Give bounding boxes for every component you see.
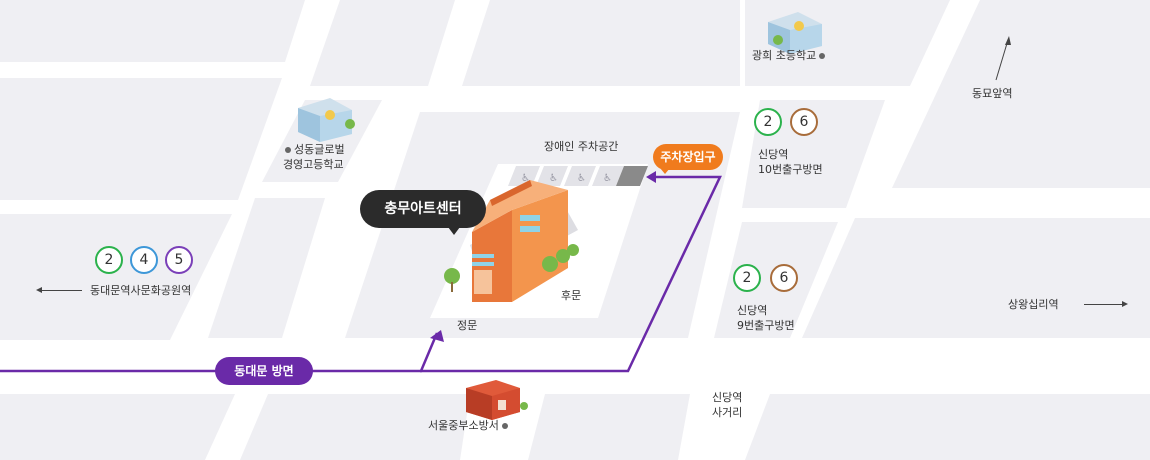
school-icon bbox=[298, 98, 355, 142]
station-exit-label: 신당역 10번출구방면 bbox=[758, 147, 823, 177]
marker-dot bbox=[501, 423, 508, 429]
place-name-line-1: 성동글로벌 bbox=[294, 143, 345, 156]
place-label: 동대문역사문화공원역 bbox=[90, 284, 192, 297]
place-label: 광희 초등학교 bbox=[752, 48, 828, 63]
place-label: 동묘앞역 bbox=[972, 87, 1013, 100]
line-badge: 2 bbox=[733, 264, 761, 292]
place-label: 서울중부소방서 bbox=[428, 418, 511, 433]
station-name: 신당역 bbox=[737, 304, 768, 317]
place-name: 광희 초등학교 bbox=[752, 49, 817, 62]
exit-direction: 9번출구방면 bbox=[737, 319, 795, 332]
marker-dot bbox=[819, 53, 826, 59]
crossroad-name-1: 신당역 bbox=[712, 391, 743, 404]
parking-disabled-label: 장애인 주차공간 bbox=[544, 140, 619, 153]
route-line bbox=[0, 171, 722, 373]
crossroad-name-2: 사거리 bbox=[712, 406, 743, 419]
line-badge: 4 bbox=[130, 246, 158, 274]
school-icon bbox=[768, 12, 822, 54]
route-direction-tag: 동대문 방면 bbox=[215, 357, 313, 385]
place-name-line-2: 경영고등학교 bbox=[282, 158, 344, 171]
line-badge: 2 bbox=[754, 108, 782, 136]
center-name-callout: 충무아트센터 bbox=[360, 190, 486, 228]
wheelchair-icon: ♿ bbox=[577, 173, 586, 184]
parking-entrance-tag: 주차장입구 bbox=[653, 144, 723, 170]
line-badge: 2 bbox=[95, 246, 123, 274]
line-badge: 5 bbox=[165, 246, 193, 274]
marker-dot bbox=[285, 147, 291, 153]
arrow-icon bbox=[1122, 301, 1128, 307]
tag-pointer bbox=[660, 168, 670, 174]
station-exit-label: 신당역 9번출구방면 bbox=[737, 303, 795, 333]
wheelchair-icon: ♿ bbox=[549, 173, 558, 184]
place-name: 서울중부소방서 bbox=[428, 419, 499, 432]
crossroad-label: 신당역 사거리 bbox=[712, 390, 742, 420]
wheelchair-icon: ♿ bbox=[521, 173, 530, 184]
arrow-icon bbox=[42, 290, 82, 291]
wheelchair-icon: ♿ bbox=[603, 173, 612, 184]
line-badge: 6 bbox=[770, 264, 798, 292]
line-badge: 6 bbox=[790, 108, 818, 136]
exit-direction: 10번출구방면 bbox=[758, 163, 823, 176]
back-gate-label: 후문 bbox=[561, 289, 582, 302]
main-gate-label: 정문 bbox=[457, 319, 478, 332]
arrow-icon bbox=[995, 36, 1011, 81]
fire-station-icon bbox=[466, 380, 528, 420]
building-icon bbox=[444, 180, 579, 302]
place-label: 성동글로벌 경영고등학교 bbox=[282, 142, 345, 172]
place-label: 상왕십리역 bbox=[1008, 298, 1059, 311]
arrow-icon bbox=[36, 287, 42, 293]
arrow-icon bbox=[1084, 304, 1124, 305]
callout-pointer bbox=[448, 227, 460, 235]
station-name: 신당역 bbox=[758, 148, 789, 161]
